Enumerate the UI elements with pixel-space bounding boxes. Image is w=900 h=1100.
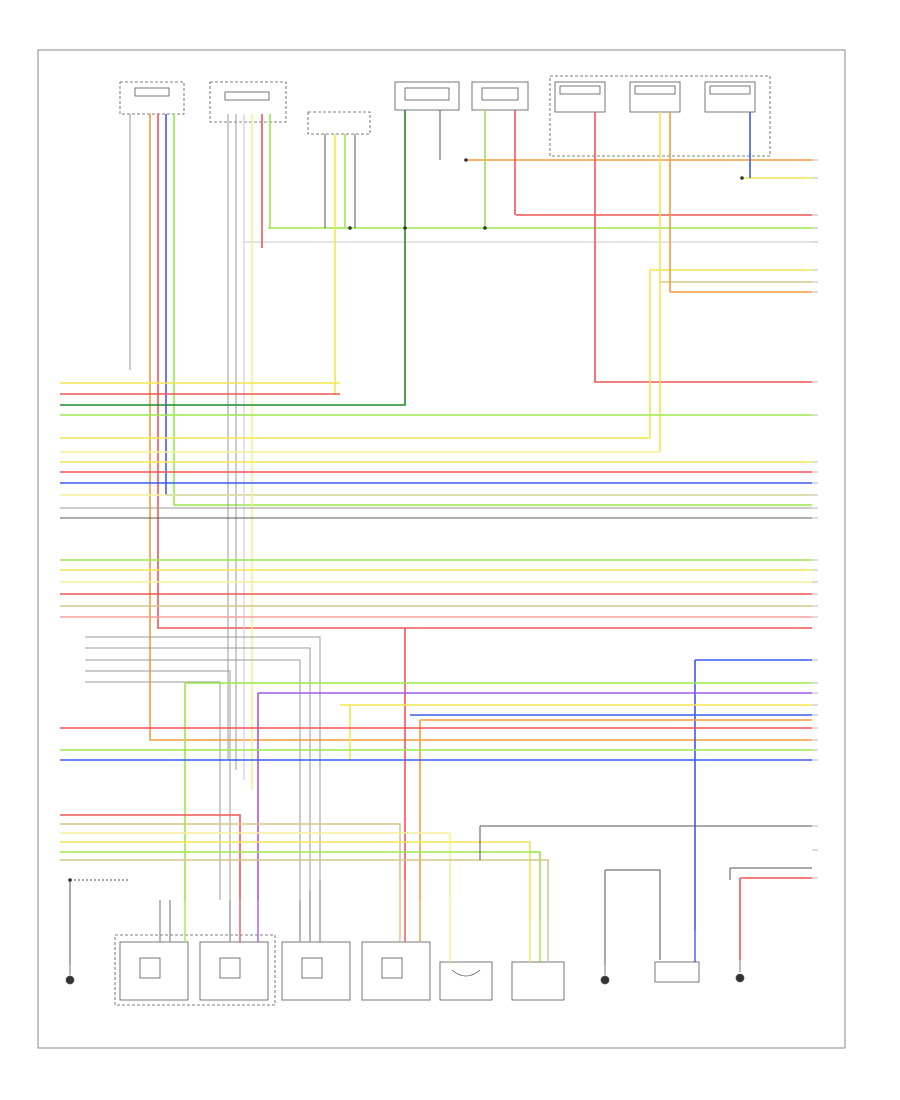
bottom-component-group [65,934,745,1006]
ground-icon-1 [65,965,75,985]
sensor-4 [361,941,431,1001]
right-terminal-group [812,159,818,879]
sensor-housing [114,934,276,1006]
solenoid [439,961,493,1001]
connector-1 [119,81,185,115]
sensor-1 [119,941,189,1001]
sensor-3 [281,941,351,1001]
diagram-frame [37,49,846,1049]
connector-5 [471,81,529,111]
sensor-2 [199,941,269,1001]
connector-3 [307,111,371,135]
sensor-5 [511,961,565,1001]
connector-2 [209,81,287,123]
wire-group [60,110,812,965]
splice-group [68,158,744,882]
top-connector-group [119,75,771,157]
ground-icon-2 [600,965,610,985]
module-right [654,961,700,983]
connector-4 [394,81,460,111]
ground-icon-3 [735,960,745,983]
bottom-stub-group [159,880,696,962]
